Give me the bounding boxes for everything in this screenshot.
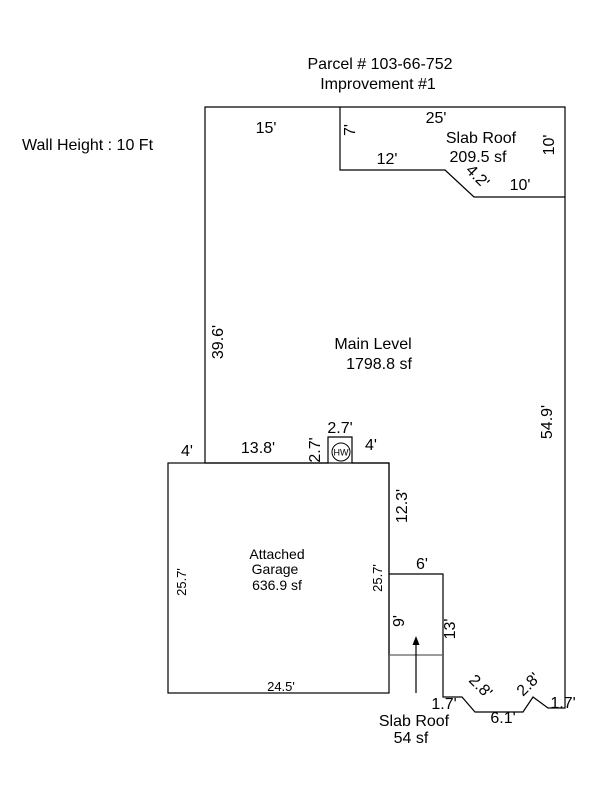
- dim-garage-25-7-right: 25.7': [370, 564, 385, 592]
- improvement-number: Improvement #1: [320, 76, 436, 93]
- dim-bottom-2-8-right: 2.8': [514, 670, 544, 700]
- slab-roof-top-name: Slab Roof: [446, 130, 517, 147]
- dim-garage-24-5: 24.5': [267, 679, 295, 694]
- dim-slab-13: 13': [442, 619, 459, 640]
- garage-name-line2: Garage: [252, 561, 299, 577]
- dim-right-54-9: 54.9': [539, 405, 556, 439]
- arrowhead-icon: [412, 636, 420, 645]
- dim-hw-top: 2.7': [327, 420, 352, 437]
- slab-roof-bottom-area: 54 sf: [394, 730, 429, 747]
- dim-slab-6: 6': [416, 556, 428, 573]
- wall-height: Wall Height : 10 Ft: [22, 137, 154, 154]
- main-level-area: 1798.8 sf: [346, 356, 412, 373]
- dim-top-10-bottom: 10': [510, 177, 531, 194]
- garage-name-line1: Attached: [249, 546, 304, 562]
- slab-roof-bottom-name: Slab Roof: [379, 713, 450, 730]
- dim-hw-vertical: 2.7': [307, 437, 324, 462]
- dim-top-12: 12': [377, 151, 398, 168]
- dim-top-4-2: 4.2': [462, 162, 492, 192]
- dim-slab-9: 9': [391, 615, 408, 627]
- dim-garage-12-3: 12.3': [394, 489, 411, 523]
- dim-ledge-4-right: 4': [365, 437, 377, 454]
- slab-roof-top-area: 209.5 sf: [450, 149, 507, 166]
- slab-roof-top-outline: [339, 107, 565, 198]
- dim-bottom-2-8-left: 2.8': [465, 672, 495, 702]
- dim-bottom-1-7-right: 1.7': [550, 695, 575, 712]
- hw-label: HW: [334, 448, 349, 458]
- dim-main-top: 15': [256, 120, 277, 137]
- dim-top-10-right: 10': [541, 135, 558, 156]
- water-heater-icon: [331, 442, 351, 462]
- dim-left-39-6: 39.6': [210, 325, 227, 359]
- parcel-number: Parcel # 103-66-752: [308, 56, 453, 73]
- dim-ledge-13-8: 13.8': [241, 440, 275, 457]
- garage-area: 636.9 sf: [252, 577, 302, 593]
- dim-bottom-1-7-left: 1.7': [431, 696, 456, 713]
- dim-top-7: 7': [342, 124, 359, 136]
- dim-ledge-4-left: 4': [181, 443, 193, 460]
- garage-outline: [167, 462, 390, 694]
- dim-bottom-6-1: 6.1': [490, 710, 515, 727]
- dim-garage-25-7-left: 25.7': [174, 568, 189, 596]
- slab-roof-bottom-outline: [389, 573, 444, 655]
- main-level-name: Main Level: [334, 336, 411, 353]
- main-level-outline: [204, 106, 566, 713]
- dim-top-25: 25': [426, 110, 447, 127]
